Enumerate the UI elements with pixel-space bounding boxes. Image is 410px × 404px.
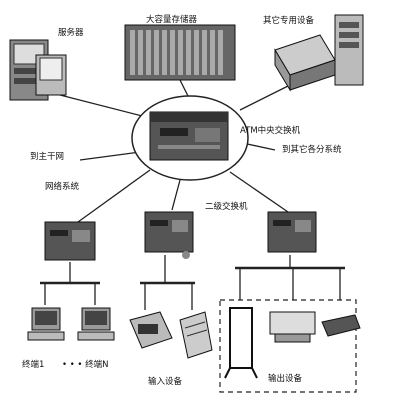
link-switch-right bbox=[229, 171, 289, 213]
output-devices-box bbox=[219, 299, 357, 393]
switch-mid-icon bbox=[144, 211, 194, 253]
link-server bbox=[59, 94, 151, 119]
bus-node-dot bbox=[182, 251, 190, 259]
other-equipment-label: 其它专用设备 bbox=[263, 16, 315, 26]
server-icon bbox=[9, 39, 67, 101]
terminal-1-icon bbox=[27, 307, 65, 341]
input-device-2-icon bbox=[179, 311, 213, 359]
output-device-3-icon bbox=[321, 314, 361, 337]
output-device-2-icon bbox=[269, 311, 316, 343]
secondary-switch-label: 二级交换机 bbox=[205, 202, 248, 212]
server-label: 服务器 bbox=[58, 28, 84, 38]
input-device-1-icon bbox=[129, 311, 173, 349]
central-switch-label: ATM中央交换机 bbox=[240, 126, 301, 136]
other-equipment-icon bbox=[274, 14, 364, 92]
link-backbone bbox=[79, 151, 141, 161]
mass-storage-icon bbox=[124, 24, 236, 81]
input-devices-label: 输入设备 bbox=[148, 377, 183, 387]
network-system-label: 网络系统 bbox=[45, 182, 80, 192]
switch-left-icon bbox=[44, 221, 96, 261]
terminal-1-label: 终端1 bbox=[22, 360, 45, 370]
output-device-1-icon bbox=[224, 307, 258, 379]
link-switch-mid bbox=[171, 179, 181, 211]
link-switch-left bbox=[77, 169, 151, 223]
to-subsystems-label: 到其它各分系统 bbox=[282, 145, 342, 155]
mass-storage-label: 大容量存储器 bbox=[146, 15, 198, 25]
output-devices-label: 输出设备 bbox=[268, 374, 303, 384]
to-backbone-label: 到主干网 bbox=[30, 152, 65, 162]
atm-switch-icon bbox=[149, 111, 229, 161]
terminal-n-icon bbox=[77, 307, 115, 341]
terminal-n-label: • • • 终端N bbox=[62, 360, 109, 370]
switch-right-icon bbox=[267, 211, 317, 253]
